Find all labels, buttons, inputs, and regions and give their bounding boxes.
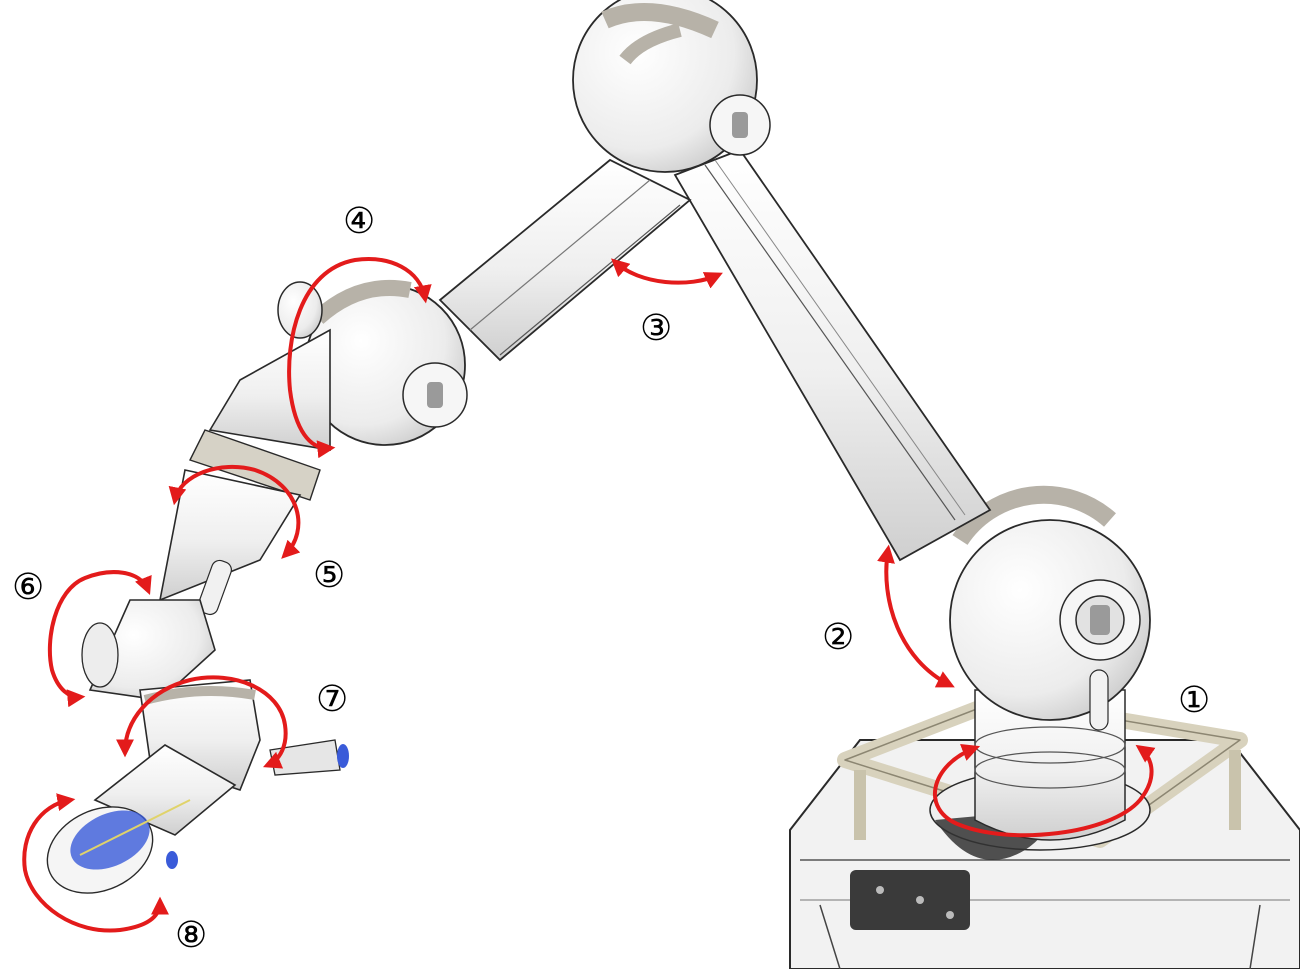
wrist-link-upper — [189, 328, 331, 501]
joint-1-column — [974, 689, 1126, 841]
joint-6-rotation-arrow — [47, 570, 152, 708]
joint-3-label: ③ — [640, 308, 673, 349]
joint-8-rotation-arrow — [22, 793, 169, 933]
joint-2-label: ② — [822, 617, 855, 658]
joint-1-label: ① — [1178, 680, 1211, 721]
upper-arm-link — [673, 148, 992, 562]
joint-7-label: ⑦ — [316, 679, 349, 720]
joint-4-rotation-arrow — [287, 257, 432, 459]
joint-2-rotation-arrow — [877, 544, 955, 688]
end-effector-tool — [46, 744, 237, 894]
joint-1-rotation-arrow — [932, 744, 1156, 838]
joint-3-elbow — [572, 0, 771, 173]
joint-3-rotation-arrow — [611, 258, 723, 289]
joint-4-label: ④ — [343, 201, 376, 242]
joint-8-label: ⑧ — [175, 915, 208, 956]
joint-5-label: ⑤ — [313, 555, 346, 596]
joint-2-shoulder — [949, 485, 1151, 731]
forearm-link — [438, 158, 692, 362]
rotation-arrows — [22, 257, 1156, 933]
joint-6-label: ⑥ — [12, 567, 45, 608]
joint-5 — [158, 469, 302, 616]
joint-7-rotation-arrow — [116, 675, 288, 769]
joint-5-rotation-arrow — [168, 464, 301, 559]
